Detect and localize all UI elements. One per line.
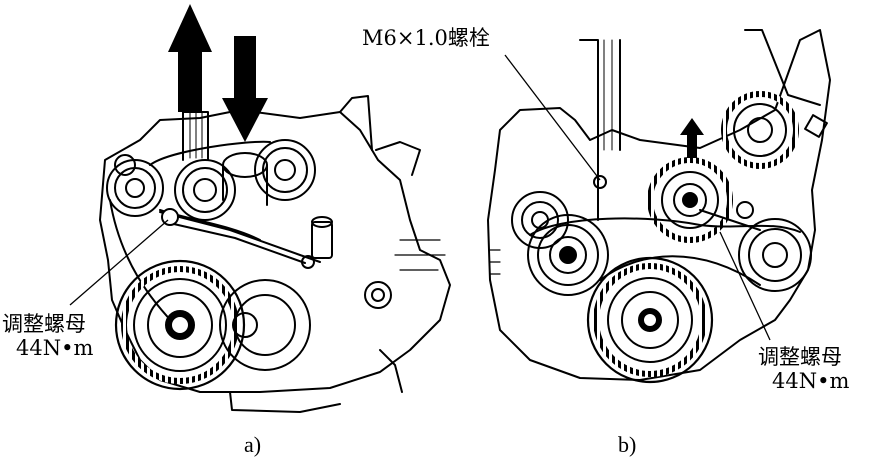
down-arrow-icon [222,36,268,142]
adjust-nut-label-a-line1: 调整螺母 [2,312,86,336]
panel-a-illustration [99,95,451,413]
up-arrow-icon [168,4,212,112]
up-arrow-icon-b [680,118,704,158]
nut-leader-line-a [69,219,169,306]
adjust-nut-torque-a: 44N•m [16,336,94,360]
nut-leader-line-b [719,231,771,341]
adjust-nut-label-b: 调整螺母 44N•m [758,345,849,393]
adjust-nut-label-a: 调整螺母 44N•m [2,312,93,360]
caption-a: a) [244,432,262,457]
adjust-nut-torque-b: 44N•m [772,369,850,393]
panel-b-illustration [487,29,831,384]
bolt-label-b: M6×1.0螺栓 [362,26,490,50]
bolt-leader-line-b [504,54,601,181]
adjust-nut-label-b-line1: 调整螺母 [758,345,842,369]
motion-arrows-panel-a [168,4,268,142]
caption-b: b) [618,432,637,457]
